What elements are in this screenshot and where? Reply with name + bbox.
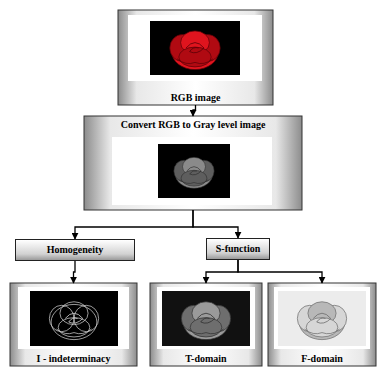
image-ground: [128, 15, 262, 81]
photo-ground: [162, 291, 250, 346]
box-label: Convert RGB to Gray level image: [121, 119, 266, 131]
red-rose: [170, 31, 220, 70]
image-ground: [157, 287, 255, 349]
image-ground: [112, 137, 272, 205]
edge-rose: [49, 302, 98, 340]
flow-arrow: [75, 210, 193, 239]
flow-arrow: [193, 105, 196, 116]
box-label: F-domain: [301, 353, 343, 365]
image-frame: [150, 283, 262, 366]
image-ground: [18, 287, 129, 349]
process-box: S-function: [206, 238, 270, 260]
flow-arrow: [238, 260, 322, 283]
gray-rose: [174, 157, 214, 188]
image-box: I - indeterminacy: [10, 283, 137, 366]
box-label: RGB image: [171, 92, 221, 104]
photo-ground: [30, 291, 118, 346]
flow-arrow: [193, 210, 238, 238]
f-rose: [297, 302, 346, 340]
flow-arrow: [74, 261, 76, 283]
image-frame: [268, 283, 376, 366]
image-ground: [274, 287, 370, 349]
box-label: T-domain: [185, 353, 226, 365]
image-box: T-domain: [150, 283, 262, 366]
image-frame: [10, 283, 137, 366]
photo-ground: [158, 144, 230, 198]
process-box: Convert RGB to Gray level image: [84, 116, 302, 210]
box-label: Homogeneity: [47, 244, 104, 256]
box-label: I - indeterminacy: [37, 353, 111, 365]
image-box: RGB image: [118, 10, 273, 105]
image-box: F-domain: [268, 283, 376, 366]
process-box: Homogeneity: [15, 239, 135, 261]
photo-ground: [150, 21, 240, 75]
box-label: S-function: [216, 243, 260, 255]
flow-arrow: [206, 260, 238, 283]
image-frame: [118, 10, 273, 105]
t-rose: [181, 302, 230, 340]
image-frame: [84, 116, 302, 210]
photo-ground: [278, 291, 366, 346]
